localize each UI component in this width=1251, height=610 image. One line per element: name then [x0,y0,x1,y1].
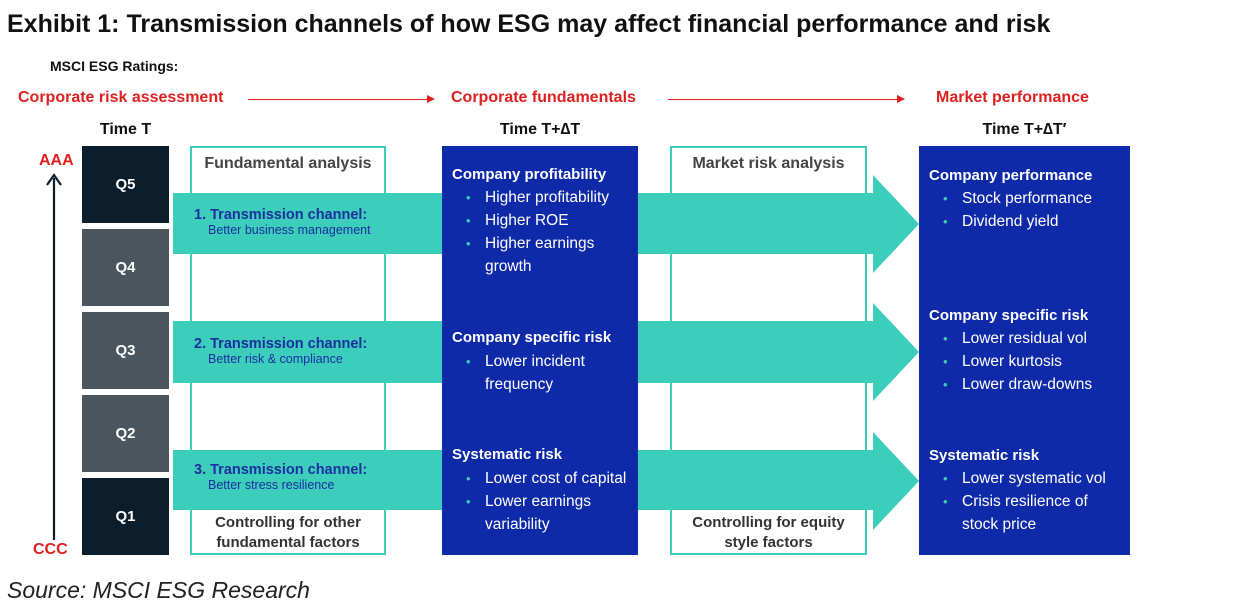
quintile-q4: Q4 [82,229,169,306]
bullet-higher-earnings-growth: Higher earnings [442,232,609,255]
channel-2-band [173,321,443,383]
corporate-fundamentals-panel: Company profitability Higher profitabili… [442,146,638,555]
time-t-delta: Time T+∆T [499,121,581,138]
fundamentals-profitability-heading: Company profitability [452,166,607,183]
bullet-lower-draw-downs: Lower draw-downs [919,373,1092,396]
exhibit-title: Exhibit 1: Transmission channels of how … [7,10,1051,38]
quintile-q2: Q2 [82,395,169,472]
market-footer-line-1: Controlling for equity [692,514,845,531]
channel-3-title: 3. Transmission channel: [194,462,368,478]
market-risk-analysis-box [670,146,867,555]
channel-2-label: 2. Transmission channel: Better risk & c… [194,336,367,366]
rating-top-label: AAA [39,152,74,169]
fundamentals-systematic-heading: Systematic risk [452,446,563,463]
fundamentals-specific-heading: Company specific risk [452,329,612,346]
bullet-stock-performance: Stock performance [919,187,1092,210]
bullet-lower-incident-frequency: Lower incident [442,350,585,373]
channel-1-label: 1. Transmission channel: Better business… [194,207,371,237]
market-performance-heading: Company performance [929,167,1093,184]
channel-3-label: 3. Transmission channel: Better stress r… [194,462,367,492]
fundamental-footer-line-2: fundamental factors [216,534,360,551]
stage-market-performance: Market performance [936,89,1089,106]
fundamental-footer-line-1: Controlling for other [215,514,361,531]
channel-1-band [173,193,443,254]
fundamental-analysis-heading: Fundamental analysis [204,155,372,172]
fundamentals-profitability-list: Higher profitability Higher ROE Higher e… [442,186,609,278]
channel-1-subtitle: Better business management [208,223,371,237]
market-performance-panel: Company performance Stock performance Di… [919,146,1130,555]
bullet-higher-profitability: Higher profitability [442,186,609,209]
channel-3-arrowhead [873,432,919,530]
stage-corporate-fundamentals: Corporate fundamentals [451,89,636,106]
channel-2-band-mid [638,321,874,383]
ratings-label: MSCI ESG Ratings: [50,58,179,74]
bullet-lower-earnings-variability: Lower earnings [442,490,626,513]
stage-arrow-1 [248,95,435,103]
bullet-lower-incident-frequency-cont: frequency [485,376,554,393]
quintile-q3: Q3 [82,312,169,389]
time-t: Time T [99,121,152,138]
channel-3-band [173,450,443,510]
market-risk-analysis-heading: Market risk analysis [692,155,845,172]
fundamental-analysis-box [190,146,386,555]
source-note: Source: MSCI ESG Research [7,577,310,603]
channel-1-arrowhead [873,175,919,273]
bullet-lower-earnings-variability-cont: variability [485,516,550,533]
bullet-lower-kurtosis: Lower kurtosis [919,350,1092,373]
channel-2-subtitle: Better risk & compliance [208,352,343,366]
market-footer-line-2: style factors [724,534,813,551]
fundamentals-specific-list: Lower incident frequency [442,350,585,396]
quintile-q5: Q5 [82,146,169,223]
bullet-lower-residual-vol: Lower residual vol [919,327,1092,350]
market-risk-analysis-footer: Controlling for equity style factors [670,513,867,553]
channel-1-title: 1. Transmission channel: [194,207,368,223]
bullet-lower-systematic-vol: Lower systematic vol [919,467,1106,490]
market-systematic-list: Lower systematic vol Crisis resilience o… [919,467,1106,536]
rating-axis-arrow [46,173,62,540]
bullet-higher-roe: Higher ROE [442,209,609,232]
fundamentals-systematic-list: Lower cost of capital Lower earnings var… [442,467,626,536]
bullet-crisis-resilience-cont: stock price [962,516,1037,533]
bullet-crisis-resilience: Crisis resilience of [919,490,1106,513]
fundamental-analysis-footer: Controlling for other fundamental factor… [190,513,386,553]
bullet-lower-cost-of-capital: Lower cost of capital [442,467,626,490]
market-systematic-heading: Systematic risk [929,447,1040,464]
stage-arrow-2 [668,95,905,103]
bullet-higher-earnings-growth-cont: growth [485,258,532,275]
channel-2-arrowhead [873,303,919,401]
time-t-delta-prime: Time T+∆T′ [982,121,1067,138]
channel-3-subtitle: Better stress resilience [208,478,335,492]
market-specific-list: Lower residual vol Lower kurtosis Lower … [919,327,1092,396]
market-performance-list: Stock performance Dividend yield [919,187,1092,233]
rating-bottom-label: CCC [33,541,68,558]
market-specific-heading: Company specific risk [929,307,1089,324]
channel-1-band-mid [638,193,874,254]
stage-corporate-risk: Corporate risk assessment [18,89,224,106]
channel-2-title: 2. Transmission channel: [194,336,368,352]
channel-3-band-mid [638,450,874,510]
bullet-dividend-yield: Dividend yield [919,210,1092,233]
quintile-q1: Q1 [82,478,169,555]
